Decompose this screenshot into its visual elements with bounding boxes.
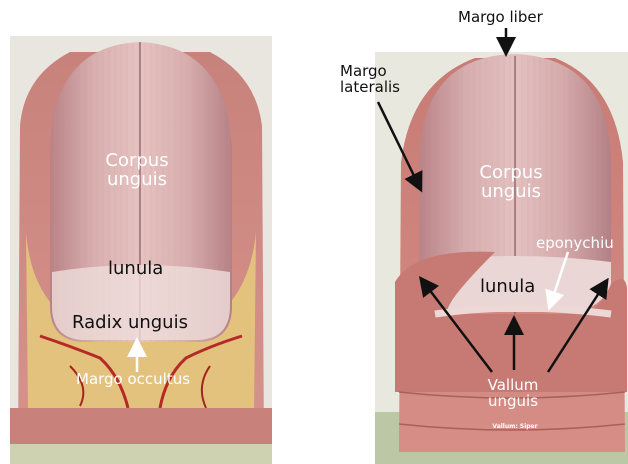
right-corpus-unguis-label: Corpus unguis bbox=[466, 164, 556, 202]
left-nail-model-illustration bbox=[10, 36, 272, 464]
left-corpus-unguis-label: Corpus unguis bbox=[92, 152, 182, 190]
left-margo-occultus-label: Margo occultus bbox=[76, 372, 190, 388]
eponychium-label: eponychiu bbox=[536, 236, 614, 252]
right-lunula-label: lunula bbox=[480, 278, 535, 297]
margo-liber-label: Margo liber bbox=[458, 10, 543, 26]
left-lunula-label: lunula bbox=[108, 260, 163, 279]
vallum-unguis-label: Vallum unguis bbox=[474, 378, 552, 410]
left-radix-unguis-label: Radix unguis bbox=[72, 314, 188, 333]
vallum-siper-stamp: Vallum: Siper bbox=[480, 424, 550, 430]
left-nail-model-photo bbox=[10, 36, 272, 464]
margo-lateralis-label: Margo lateralis bbox=[340, 64, 400, 96]
